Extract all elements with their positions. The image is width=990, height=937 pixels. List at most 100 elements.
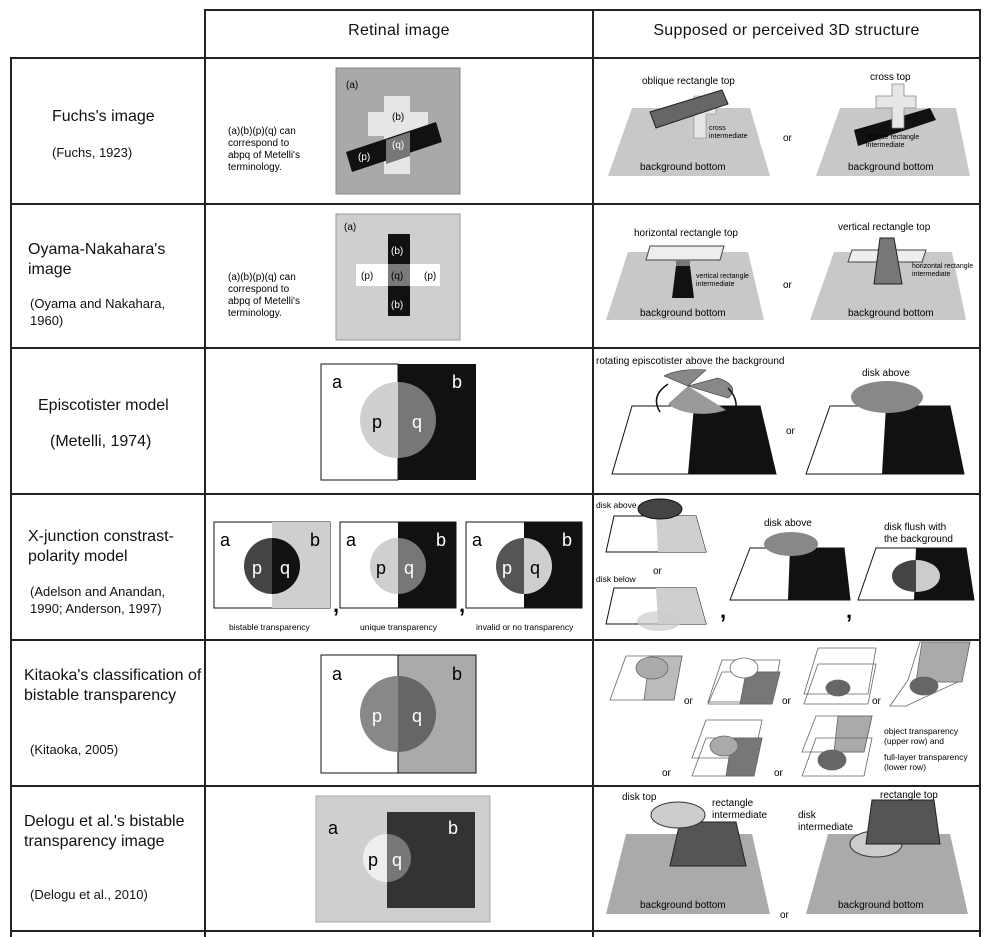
caption: intermediate (798, 822, 853, 833)
note-text: abpq of Metelli's (228, 296, 300, 307)
row-4-name: X-junction constrast-polarity model (28, 528, 174, 565)
label-a: a (346, 530, 357, 550)
row-6-citation: (Delogu et al., 2010) (30, 887, 148, 902)
caption: horizontal rectangle top (634, 228, 738, 239)
or-label: or (780, 910, 790, 921)
svg-text:,: , (459, 592, 465, 617)
label-b: b (448, 818, 458, 838)
row-6-name: Delogu et al.'s bistable transparency im… (24, 813, 185, 850)
or-label: or (872, 696, 882, 707)
caption: background bottom (640, 308, 726, 319)
row-2-name: Oyama-Nakahara's image (28, 241, 166, 278)
label-p: p (502, 558, 512, 578)
caption: object transparency (884, 726, 959, 736)
label-a: (a) (344, 222, 356, 233)
note-text: terminology. (228, 308, 282, 319)
label-a: a (332, 664, 343, 684)
caption: disk above (596, 500, 637, 510)
caption: bistable transparency (229, 622, 311, 632)
label-b: (b) (391, 300, 403, 311)
caption: (upper row) and (884, 736, 944, 746)
row-2-citation: (Oyama and Nakahara, 1960) (30, 296, 166, 328)
grid-line (10, 57, 981, 59)
caption: intermediate (912, 271, 951, 278)
note-text: (a)(b)(p)(q) can (228, 126, 296, 137)
caption: rectangle (712, 798, 754, 809)
kitaoka-3d-structure: or or or or or object transparency (uppe… (609, 641, 971, 779)
caption: disk (798, 810, 817, 821)
or-label: or (774, 768, 784, 779)
label-a: a (220, 530, 231, 550)
caption: disk above (862, 368, 910, 379)
row-3-name: Episcotister model (38, 397, 169, 414)
caption: intermediate (709, 133, 748, 140)
row-1-name: Fuchs's image (52, 108, 155, 125)
or-label: or (783, 280, 793, 291)
label-q: (q) (392, 140, 404, 151)
label-b: b (436, 530, 446, 550)
label-p: (p) (358, 152, 370, 163)
svg-text:,: , (720, 598, 726, 623)
oyama-retinal-image: (a) (b) (b) (p) (p) (q) (335, 213, 461, 341)
or-label: or (782, 696, 792, 707)
fuchs-3d-structure: oblique rectangle top cross intermediate… (608, 72, 970, 176)
caption: background bottom (848, 308, 934, 319)
svg-text:,: , (846, 598, 852, 623)
caption: disk flush with (884, 522, 946, 533)
label-p: p (368, 850, 378, 870)
caption: disk top (622, 792, 657, 803)
label-q: q (530, 558, 540, 578)
label-b: b (310, 530, 320, 550)
caption: invalid or no transparency (476, 622, 574, 632)
x-junction-commas: , , , , (333, 592, 852, 623)
grid-line (10, 347, 981, 349)
label-b: (b) (392, 112, 404, 123)
oyama-3d-structure: horizontal rectangle top vertical rectan… (606, 222, 973, 320)
fuchs-note: (a)(b)(p)(q) can correspond to abpq of M… (228, 126, 300, 173)
caption: background bottom (640, 900, 726, 911)
caption: unique transparency (360, 622, 438, 632)
caption: background bottom (640, 162, 726, 173)
x-junction-3d-structure: disk above or disk below disk above disk… (596, 498, 975, 631)
caption: vertical rectangle (696, 273, 749, 280)
label-a: a (328, 818, 339, 838)
caption: intermediate (712, 810, 767, 821)
caption: disk below (596, 574, 637, 584)
label-p: p (252, 558, 262, 578)
note-text: correspond to (228, 284, 290, 295)
caption: full-layer transparency (884, 752, 968, 762)
label-q: q (392, 850, 402, 870)
caption: horizontal rectangle (912, 263, 973, 270)
label-p: p (372, 706, 382, 726)
or-label: or (786, 426, 796, 437)
episcotister-3d-structure: rotating episcotister above the backgrou… (596, 356, 965, 475)
or-label: or (662, 768, 672, 779)
caption: intermediate (866, 142, 905, 149)
note-text: correspond to (228, 138, 290, 149)
label-b: b (452, 372, 462, 392)
grid-line (204, 9, 206, 937)
label-a: a (472, 530, 483, 550)
note-text: (a)(b)(p)(q) can (228, 272, 296, 283)
grid-line (10, 639, 981, 641)
label-q: q (412, 412, 422, 432)
label-q: q (280, 558, 290, 578)
caption: (lower row) (884, 762, 926, 772)
note-text: terminology. (228, 162, 282, 173)
row-1-citation: (Fuchs, 1923) (52, 145, 133, 160)
caption: disk above (764, 518, 812, 529)
row-3-citation: (Metelli, 1974) (50, 433, 152, 450)
grid-line (10, 785, 981, 787)
caption: cross (709, 125, 726, 132)
label-p: p (372, 412, 382, 432)
caption: oblique rectangle (866, 134, 919, 141)
caption: background bottom (838, 900, 924, 911)
caption: background bottom (848, 162, 934, 173)
label-q: q (404, 558, 414, 578)
label-q: q (412, 706, 422, 726)
grid-line (10, 203, 981, 205)
or-label: or (783, 133, 793, 144)
row-5-name: Kitaoka's classification of bistable tra… (24, 667, 202, 704)
label-b: b (452, 664, 462, 684)
